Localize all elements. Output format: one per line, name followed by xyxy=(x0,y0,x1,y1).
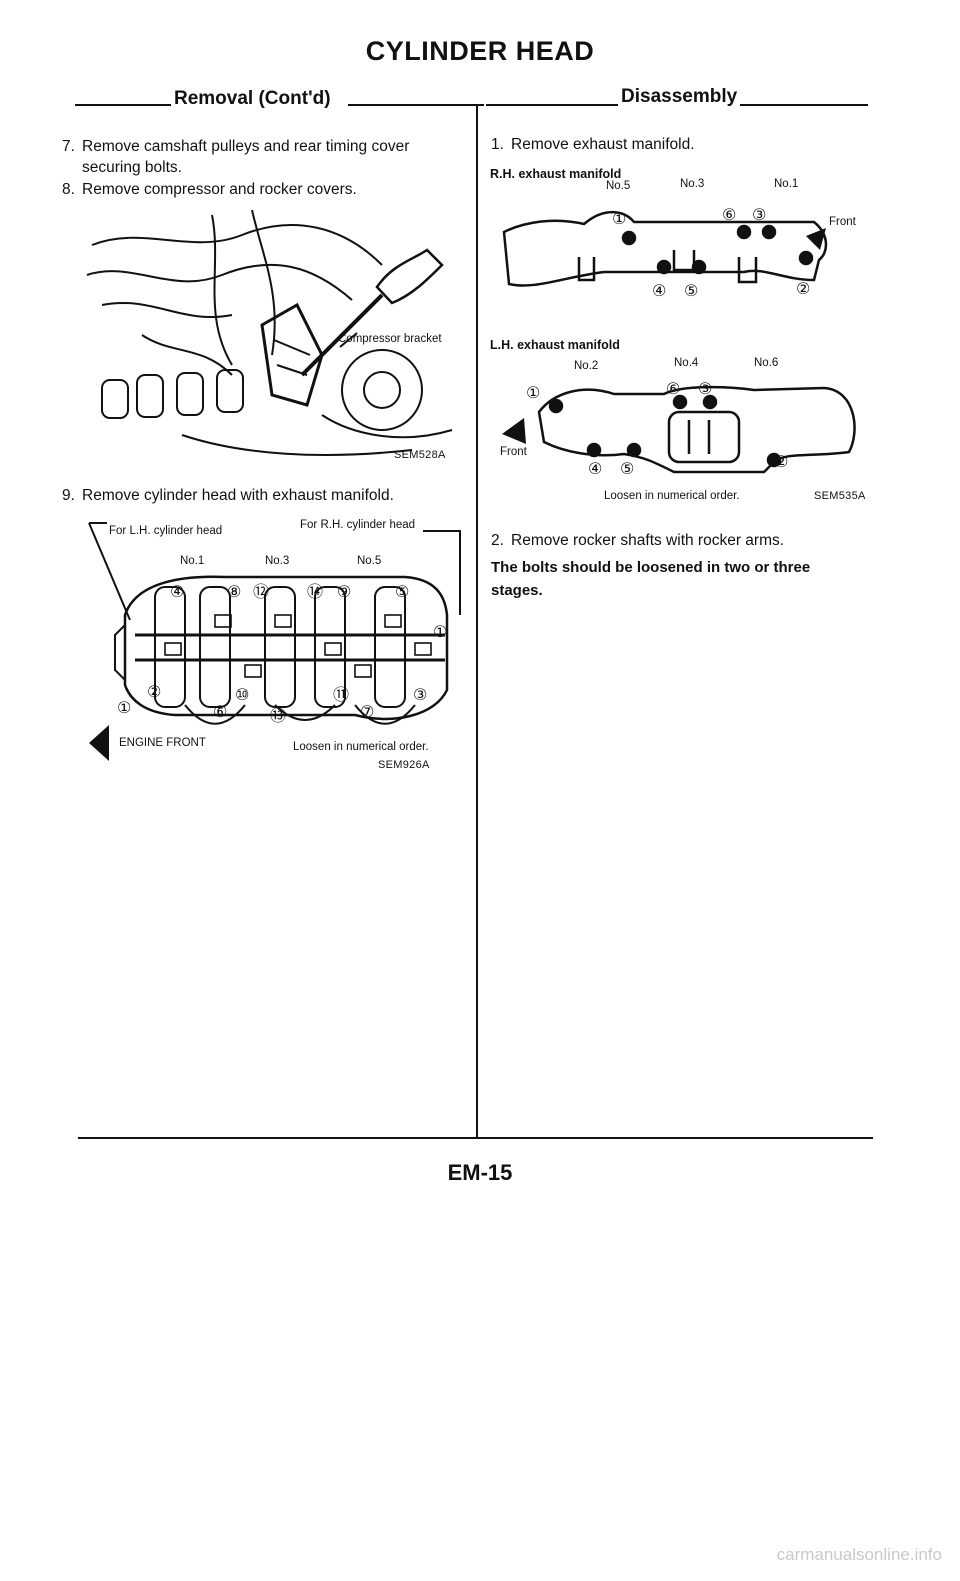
bolt-7: ⑦ xyxy=(360,702,374,721)
bolt-14: ⑭ xyxy=(307,582,323,601)
bolt-2: ② xyxy=(147,682,161,701)
step-2-text: Remove rocker shafts with rocker arms. xyxy=(511,532,785,549)
figure-exhaust-manifolds: ① ⑥ ③ ④ ⑤ ② ① ⑥ ③ ④ ⑤ ② R.H. exhaust man… xyxy=(484,162,874,507)
label-lh-front: Front xyxy=(500,446,527,458)
label-cylinder-no5: No.5 xyxy=(357,555,382,567)
label-lh-no4: No.4 xyxy=(674,357,699,369)
bolt-3: ③ xyxy=(413,685,427,704)
label-lh-no6: No.6 xyxy=(754,357,779,369)
page-title: CYLINDER HEAD xyxy=(365,36,595,66)
lh-bolt-4: ④ xyxy=(588,459,602,478)
label-rh-front: Front xyxy=(829,216,856,228)
bolt-1: ① xyxy=(433,622,447,641)
step-7-text-line1: Remove camshaft pulleys and rear timing … xyxy=(82,138,410,155)
bolt-13: ⑬ xyxy=(270,706,286,725)
bolt-10: ⑩ xyxy=(235,685,249,704)
label-lh-cylinder-head: For L.H. cylinder head xyxy=(109,525,223,537)
label-rh-no5: No.5 xyxy=(606,180,631,192)
rh-bolt-1: ① xyxy=(612,209,626,228)
footer-rule xyxy=(78,1137,873,1139)
step-2-number: 2. xyxy=(491,532,504,549)
page-number: EM-15 xyxy=(447,1160,513,1185)
section-rule-left-a xyxy=(75,104,171,106)
lh-bolt-3: ③ xyxy=(698,379,712,398)
step-9-number: 9. xyxy=(62,487,75,504)
bolt-12: ⑫ xyxy=(253,582,269,601)
lh-bolt-6: ⑥ xyxy=(666,379,680,398)
section-rule-left-b xyxy=(348,104,484,106)
section-title-removal: Removal (Cont'd) xyxy=(174,88,331,109)
step-7-number: 7. xyxy=(62,138,75,155)
label-lh-no2: No.2 xyxy=(574,360,599,372)
step-2: 2. Remove rocker shafts with rocker arms. xyxy=(491,530,871,551)
lh-bolt-1: ① xyxy=(526,383,540,402)
bolt-5: ⑤ xyxy=(395,582,409,601)
step-8: 8. Remove compressor and rocker covers. xyxy=(62,179,472,200)
bolt-1-b: ① xyxy=(117,698,131,717)
bolt-9: ⑨ xyxy=(337,582,351,601)
figure-code-sem926a: SEM926A xyxy=(378,759,430,771)
step-9-text: Remove cylinder head with exhaust manifo… xyxy=(82,487,394,504)
step-1-number: 1. xyxy=(491,136,504,153)
column-divider xyxy=(476,104,478,1139)
section-rule-right-b xyxy=(740,104,868,106)
bolt-11: ⑪ xyxy=(333,685,349,704)
step-7-text-line2: securing bolts. xyxy=(82,159,182,176)
section-rule-right-a xyxy=(486,104,618,106)
section-title-disassembly: Disassembly xyxy=(621,86,738,107)
step-8-text: Remove compressor and rocker covers. xyxy=(82,181,357,198)
figure-code-sem535a: SEM535A xyxy=(814,490,866,502)
step-9: 9. Remove cylinder head with exhaust mani… xyxy=(62,485,472,506)
label-cylinder-no1: No.1 xyxy=(180,555,205,567)
caution-note-line1: The bolts should be loosened in two or t… xyxy=(491,559,811,576)
caution-note: The bolts should be loosened in two or t… xyxy=(491,556,871,602)
figure-compressor-bracket: Compressor bracket SEM528A xyxy=(82,205,462,467)
label-cylinder-no3: No.3 xyxy=(265,555,290,567)
bolt-4: ④ xyxy=(170,582,184,601)
step-1: 1. Remove exhaust manifold. xyxy=(491,134,871,155)
label-rh-no1: No.1 xyxy=(774,178,799,190)
label-lh-exhaust-manifold: L.H. exhaust manifold xyxy=(490,338,620,352)
watermark-text: carmanualsonline.info xyxy=(776,1545,942,1564)
lh-bolt-5: ⑤ xyxy=(620,459,634,478)
label-rh-exhaust-manifold: R.H. exhaust manifold xyxy=(490,167,622,181)
rh-bolt-6: ⑥ xyxy=(722,205,736,224)
bolt-8: ⑧ xyxy=(227,582,241,601)
callout-compressor-bracket: Compressor bracket xyxy=(338,333,442,345)
label-rh-cylinder-head: For R.H. cylinder head xyxy=(300,519,416,531)
step-8-number: 8. xyxy=(62,181,75,198)
lh-bolt-2: ② xyxy=(774,452,788,471)
figure-code-sem528a: SEM528A xyxy=(394,449,446,461)
rh-bolt-3: ③ xyxy=(752,205,766,224)
rh-bolt-2: ② xyxy=(796,279,810,298)
label-rh-no3: No.3 xyxy=(680,178,705,190)
rh-bolt-5: ⑤ xyxy=(684,281,698,300)
bolt-6: ⑥ xyxy=(213,702,227,721)
label-engine-front: ENGINE FRONT xyxy=(119,737,206,749)
note-loosen-order: Loosen in numerical order. xyxy=(293,741,429,753)
step-1-text: Remove exhaust manifold. xyxy=(511,136,695,153)
step-7: 7. Remove camshaft pulleys and rear timin… xyxy=(62,136,472,178)
rh-bolt-4: ④ xyxy=(652,281,666,300)
caution-note-line2: stages. xyxy=(491,582,543,599)
note-loosen-order-manifold: Loosen in numerical order. xyxy=(604,490,740,502)
figure-cylinder-head-bolts: ④ ⑧ ⑫ ⑭ ⑨ ⑤ ① ② ① ⑩ ⑪ ③ ⑥ ⑬ ⑦ For L.H. c… xyxy=(75,515,465,771)
